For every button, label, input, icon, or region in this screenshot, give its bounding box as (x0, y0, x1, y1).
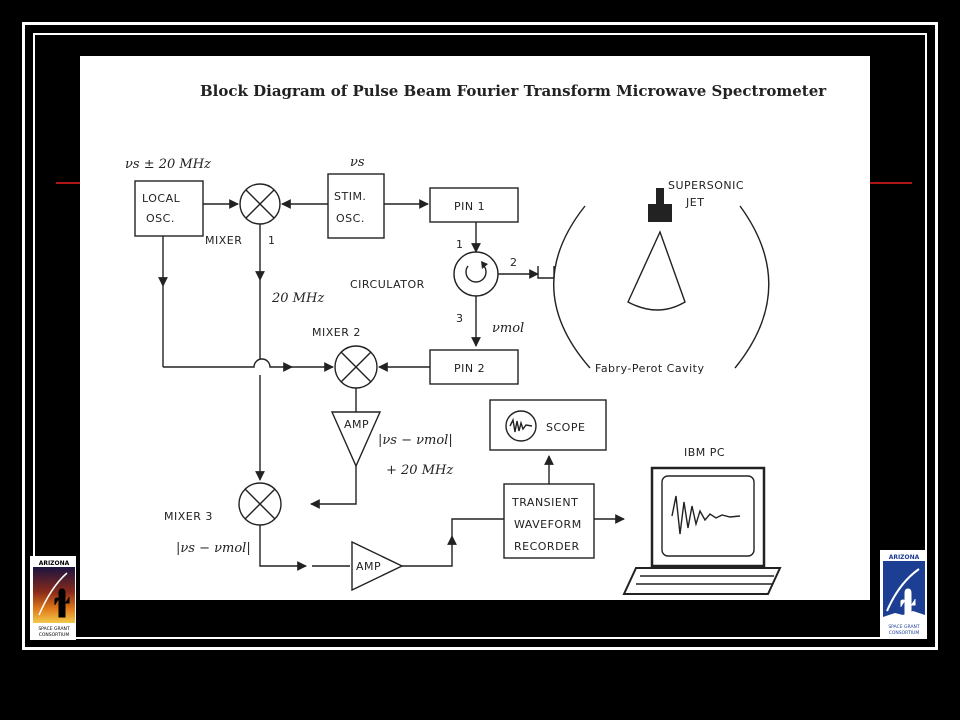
pin-2-label: PIN 2 (454, 362, 485, 375)
amp-2-label: AMP (356, 560, 381, 573)
jet-label-1: SUPERSONIC (668, 179, 744, 192)
amplifier-2-symbol (351, 540, 404, 592)
amp1-to-mixer3-line (310, 466, 357, 509)
arizona-space-grant-logo-left: ARIZONA SPACE GRANT CONSORTIUM (30, 556, 76, 640)
pin-1-block: PIN 1 (429, 187, 519, 223)
diagram-title: Block Diagram of Pulse Beam Fourier Tran… (200, 82, 827, 100)
stim-osc-label-2: OSC. (336, 212, 365, 225)
mixer-3-symbol (238, 482, 282, 526)
difference-frequency-label: |νs − νmol| (378, 433, 453, 448)
mixer-1-symbol (239, 183, 281, 225)
scope-label: SCOPE (546, 421, 585, 434)
mixer-3-label: MIXER 3 (164, 510, 213, 523)
circulator-port-1: 1 (456, 238, 464, 251)
left-logo-top-text: ARIZONA (39, 560, 70, 567)
arizona-space-grant-logo-right: ARIZONA SPACE GRANT CONSORTIUM (880, 550, 926, 638)
recorder-label-3: RECORDER (514, 540, 580, 553)
difference-frequency-output-label: |νs − νmol| (176, 541, 251, 556)
mixer-1-label: MIXER (205, 234, 242, 247)
recorder-label-2: WAVEFORM (514, 518, 582, 531)
outer-frame (22, 22, 938, 650)
if-20mhz-label: 20 MHz (271, 291, 324, 306)
transient-recorder-block: TRANSIENT WAVEFORM RECORDER (503, 483, 595, 559)
ibm-pc-label: IBM PC (684, 446, 725, 459)
recorder-label-1: TRANSIENT (511, 496, 578, 509)
mixer-1-port-label: 1 (268, 234, 276, 247)
mixer-2-label: MIXER 2 (312, 326, 361, 339)
circulator-port-2: 2 (510, 256, 518, 269)
circulator-label: CIRCULATOR (350, 278, 425, 291)
right-logo-top-text: ARIZONA (889, 554, 920, 561)
scope-block (489, 399, 607, 451)
stim-frequency-label: νs (350, 155, 365, 170)
local-osc-label-1: LOCAL (142, 192, 181, 205)
amp-1-label: AMP (344, 418, 369, 431)
nu-mol-label: νmol (492, 321, 524, 336)
local-to-mixer2-line (163, 358, 334, 372)
pin-2-block: PIN 2 (429, 349, 519, 385)
amplifier-1-symbol (330, 411, 382, 468)
amp2-to-recorder-line (451, 518, 504, 536)
stim-osc-label-1: STIM. (334, 190, 366, 203)
local-frequency-label: νs ± 20 MHz (125, 157, 211, 172)
cavity-label: Fabry-Perot Cavity (595, 362, 705, 375)
left-logo-bottom-line2: CONSORTIUM (39, 632, 70, 638)
plus-20mhz-label: + 20 MHz (386, 463, 453, 478)
local-oscillator-block: LOCAL OSC. (134, 180, 204, 237)
circulator-port-3: 3 (456, 312, 464, 325)
left-logo-bottom-line1: SPACE GRANT (38, 626, 70, 632)
block-diagram-figure: Block Diagram of Pulse Beam Fourier Tran… (80, 56, 870, 600)
ibm-pc-computer (622, 466, 782, 595)
accent-rule-left (56, 182, 82, 184)
accent-rule-right (868, 182, 912, 184)
fabry-perot-cavity (553, 205, 770, 369)
circulator-symbol (453, 251, 499, 297)
local-osc-label-2: OSC. (146, 212, 175, 225)
waveguide-stub (537, 266, 555, 279)
pin-1-label: PIN 1 (454, 200, 485, 213)
right-logo-bottom-line2: CONSORTIUM (889, 630, 920, 636)
right-logo-bottom-line1: SPACE GRANT (888, 624, 920, 630)
inner-frame (33, 33, 927, 639)
amp2-up-arrow (402, 535, 457, 567)
stim-oscillator-block: STIM. OSC. (327, 173, 385, 239)
supersonic-jet-nozzle (648, 188, 672, 222)
mixer3-to-amp2-line (259, 525, 307, 571)
jet-label-2: JET (685, 196, 704, 209)
mixer-2-symbol (334, 345, 378, 389)
